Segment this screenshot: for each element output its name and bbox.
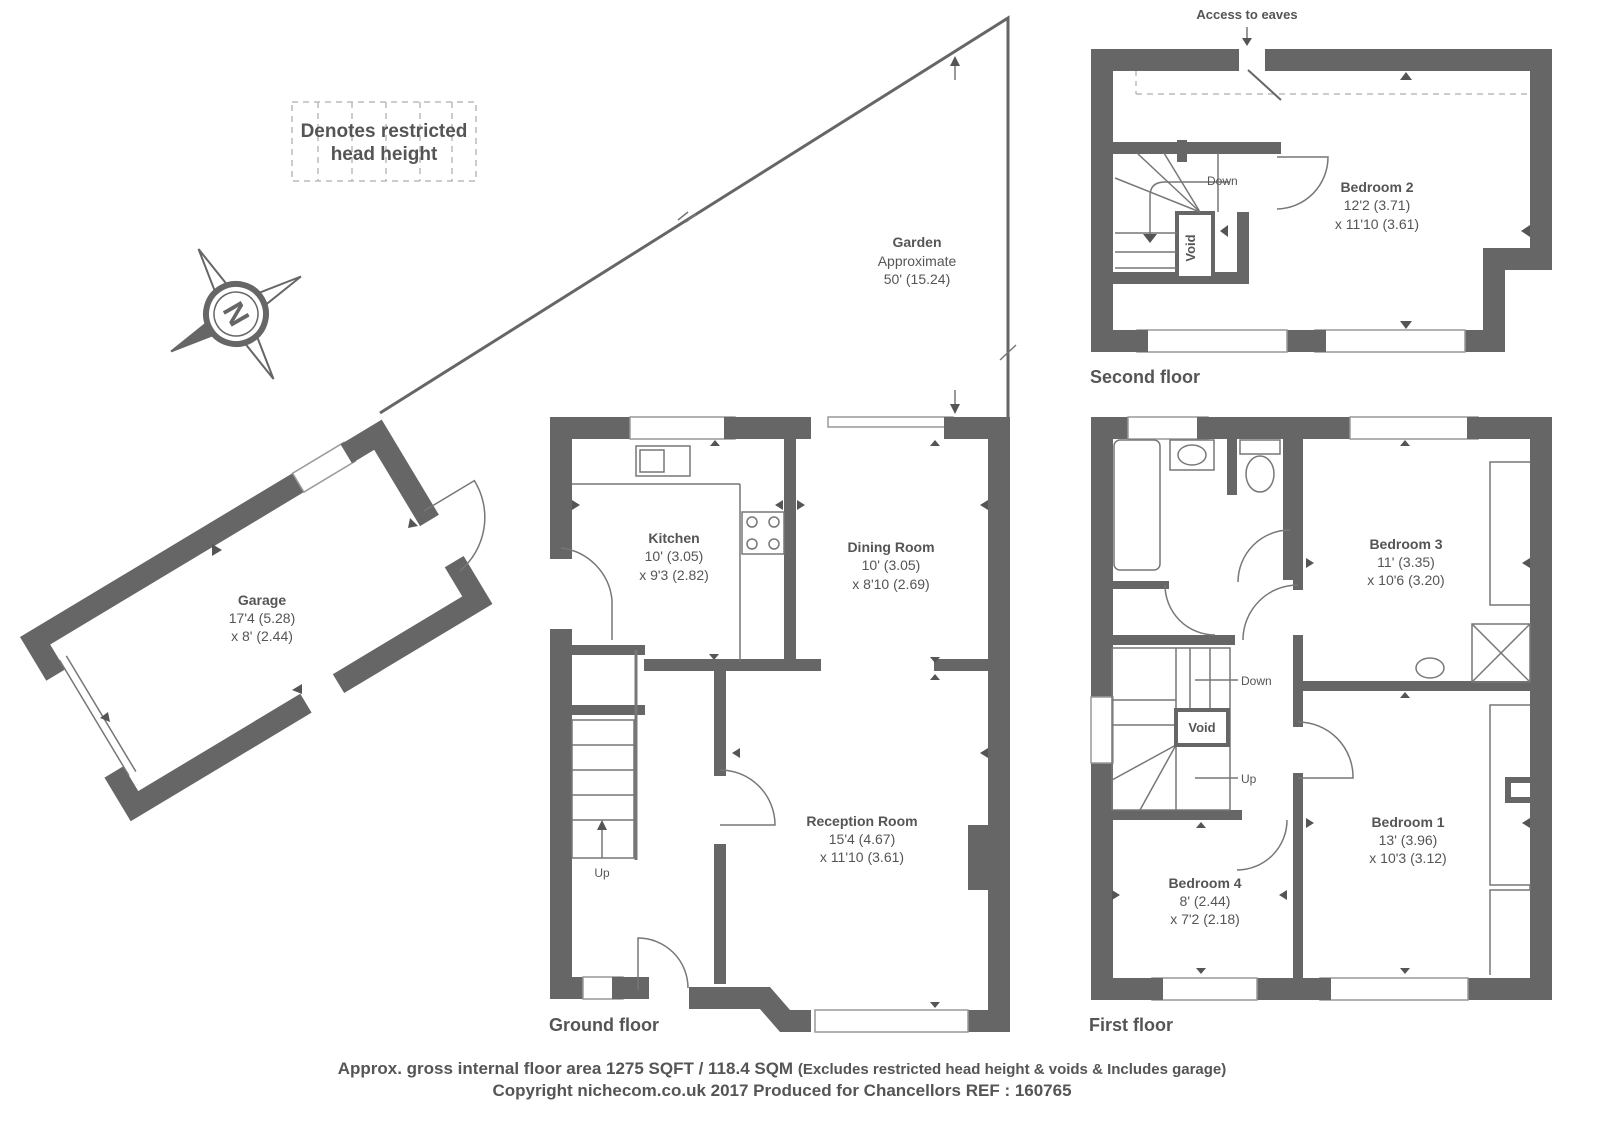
ground-floor: Up Kitchen 10' (3.05) x 9'3 (2.82) Dinin… bbox=[549, 416, 1010, 1035]
reception-room-dim2: x 11'10 (3.61) bbox=[820, 849, 904, 865]
garage-dim1: 17'4 (5.28) bbox=[229, 610, 296, 626]
bedroom3-dim2: x 10'6 (3.20) bbox=[1367, 572, 1444, 588]
floor-area-text: Approx. gross internal floor area 1275 S… bbox=[338, 1059, 1227, 1078]
garden-size: 50' (15.24) bbox=[884, 271, 951, 287]
bedroom3-name: Bedroom 3 bbox=[1369, 536, 1442, 552]
garden-name: Garden bbox=[892, 234, 941, 250]
ground-stairs-up: Up bbox=[594, 866, 610, 880]
bedroom2-dim2: x 11'10 (3.61) bbox=[1335, 216, 1419, 232]
first-stairs-up: Up bbox=[1241, 772, 1257, 786]
second-void: Void bbox=[1183, 234, 1198, 261]
stairs bbox=[571, 719, 635, 859]
bedroom4-dim1: 8' (2.44) bbox=[1180, 893, 1231, 909]
second-stairs-down: Down bbox=[1207, 174, 1238, 188]
access-to-eaves-label: Access to eaves bbox=[1196, 7, 1297, 22]
stairs bbox=[1111, 647, 1238, 811]
kitchen-dim2: x 9'3 (2.82) bbox=[639, 567, 709, 583]
dining-room-dim2: x 8'10 (2.69) bbox=[852, 576, 929, 592]
first-stairs-down: Down bbox=[1241, 674, 1272, 688]
kitchen-dim1: 10' (3.05) bbox=[645, 548, 704, 564]
garage-name: Garage bbox=[238, 592, 286, 608]
bedroom4-dim2: x 7'2 (2.18) bbox=[1170, 911, 1240, 927]
second-floor: Access to eaves Void Down bbox=[1090, 7, 1552, 387]
first-void: Void bbox=[1188, 720, 1215, 735]
bedroom2-dim1: 12'2 (3.71) bbox=[1344, 197, 1411, 213]
bedroom1-dim1: 13' (3.96) bbox=[1379, 832, 1438, 848]
first-floor: Void Down Up Bedroom 3 11' (3.35) x 10'6… bbox=[1089, 416, 1552, 1035]
bathroom-fittings bbox=[1113, 439, 1531, 683]
stairs bbox=[1114, 152, 1230, 269]
legend-line2: head height bbox=[331, 144, 438, 165]
reception-room-dim1: 15'4 (4.67) bbox=[829, 831, 896, 847]
bedroom1-dim2: x 10'3 (3.12) bbox=[1369, 850, 1446, 866]
floor-area-main: Approx. gross internal floor area 1275 S… bbox=[338, 1059, 793, 1078]
bedroom4-name: Bedroom 4 bbox=[1168, 875, 1241, 891]
garage: Garage 17'4 (5.28) x 8' (2.44) bbox=[20, 419, 493, 822]
legend-line1: Denotes restricted bbox=[301, 121, 468, 142]
bedroom3-dim1: 11' (3.35) bbox=[1377, 554, 1435, 570]
kitchen-name: Kitchen bbox=[648, 530, 699, 546]
restricted-height-legend: Denotes restricted head height bbox=[291, 101, 477, 182]
reception-room-name: Reception Room bbox=[806, 813, 917, 829]
wardrobes bbox=[1489, 461, 1533, 975]
second-floor-label: Second floor bbox=[1090, 367, 1200, 387]
bedroom1-name: Bedroom 1 bbox=[1371, 814, 1444, 830]
kitchen-fittings bbox=[572, 445, 785, 662]
bedroom2-name: Bedroom 2 bbox=[1340, 179, 1413, 195]
dining-room-dim1: 10' (3.05) bbox=[862, 557, 921, 573]
compass-icon: N bbox=[170, 248, 302, 380]
first-floor-label: First floor bbox=[1089, 1015, 1173, 1035]
ground-floor-label: Ground floor bbox=[549, 1015, 659, 1035]
dining-room-name: Dining Room bbox=[847, 539, 934, 555]
copyright-text: Copyright nichecom.co.uk 2017 Produced f… bbox=[492, 1081, 1071, 1100]
garage-dim2: x 8' (2.44) bbox=[231, 628, 293, 644]
garden: Garden Approximate 50' (15.24) bbox=[379, 15, 1017, 417]
garden-line2: Approximate bbox=[878, 253, 957, 269]
footer: Approx. gross internal floor area 1275 S… bbox=[338, 1059, 1227, 1100]
floor-area-note: (Excludes restricted head height & voids… bbox=[798, 1061, 1226, 1078]
